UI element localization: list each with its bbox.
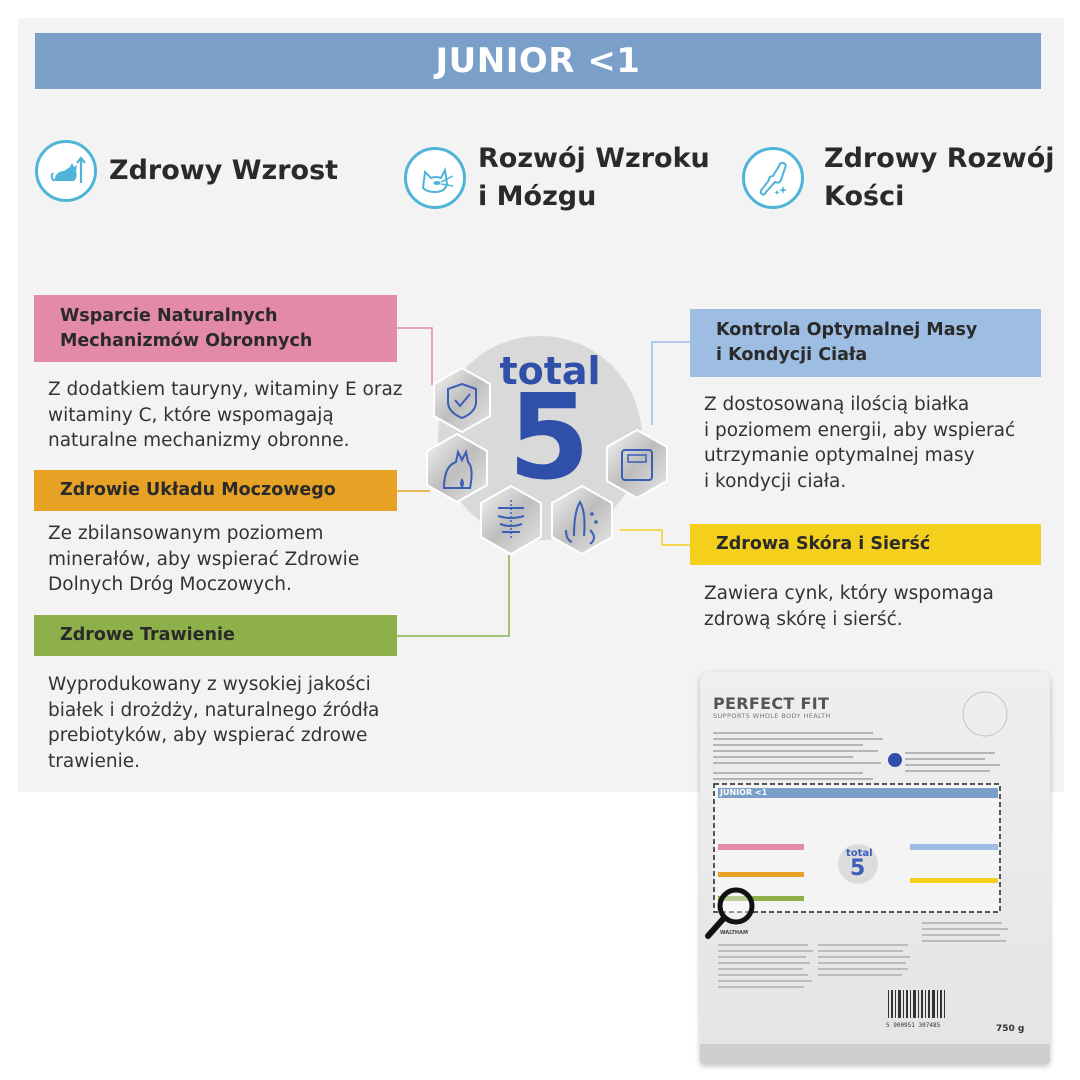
feature-label-weight: Kontrola Optymalnej Masy i Kondycji Ciał… xyxy=(690,309,1041,377)
benefit-title: Zdrowy Wzrost xyxy=(109,155,339,186)
package-weight: 750 g xyxy=(996,1024,1025,1034)
feature-label-urinary: Zdrowie Układu Moczowego xyxy=(34,470,397,511)
feature-label-digestion: Zdrowe Trawienie xyxy=(34,615,397,656)
feature-desc-immunity: Z dodatkiem tauryny, witaminy E oraz wit… xyxy=(48,377,403,454)
cat-growth-icon xyxy=(35,140,97,202)
benefit-title: Zdrowy Rozwój xyxy=(824,143,1055,174)
desc-line: Z dodatkiem tauryny, witaminy E oraz xyxy=(48,379,403,400)
benefit-title-line2: i Mózgu xyxy=(478,181,597,212)
desc-line: zdrową skórę i sierść. xyxy=(704,608,903,630)
feature-title: Zdrowie Układu Moczowego xyxy=(60,480,336,500)
hub-label: total xyxy=(499,349,600,393)
shield-immunity-icon xyxy=(433,366,491,434)
desc-line: minerałów, aby wspierać Zdrowie xyxy=(48,548,360,570)
desc-line: witaminy C, które wspomagają xyxy=(48,404,334,426)
desc-line: Dolnych Dróg Moczowych. xyxy=(48,574,292,595)
desc-line: Wyprodukowany z wysokiej jakości xyxy=(48,674,371,695)
package-mini-total: total xyxy=(846,848,873,859)
feature-title: Zdrowe Trawienie xyxy=(60,625,235,645)
product-package: PERFECT FIT SUPPORTS WHOLE BODY HEALTH xyxy=(700,672,1050,1064)
feature-title: Kontrola Optymalnej Masy xyxy=(716,320,978,340)
feature-desc-digestion: Wyprodukowany z wysokiej jakości białek … xyxy=(48,672,379,774)
magnifier-icon xyxy=(705,887,755,939)
urinary-cat-icon xyxy=(426,432,488,504)
package-brand: PERFECT FIT xyxy=(713,694,830,713)
desc-line: prebiotyków, aby wspierać zdrowe xyxy=(48,725,368,746)
feature-desc-urinary: Ze zbilansowanym poziomem minerałów, aby… xyxy=(48,521,359,598)
feature-desc-weight: Z dostosowaną ilością białka i poziomem … xyxy=(704,392,1015,494)
desc-line: Ze zbilansowanym poziomem xyxy=(48,523,324,544)
package-graphics xyxy=(700,691,1050,1064)
skin-coat-icon xyxy=(551,484,613,556)
desc-line: białek i drożdży, naturalnego źródła xyxy=(48,699,380,721)
feature-title-line2: i Kondycji Ciała xyxy=(716,345,868,365)
benefit-bone-development: Zdrowy Rozwój Kości xyxy=(742,140,1055,216)
package-barcode: 5 900951 307485 xyxy=(886,1022,941,1029)
package-maker: WALTHAM xyxy=(720,930,748,936)
feature-label-immunity: Wsparcie Naturalnych Mechanizmów Obronny… xyxy=(34,295,397,362)
weight-scale-icon xyxy=(606,428,668,500)
feature-title-line2: Mechanizmów Obronnych xyxy=(60,330,313,351)
desc-line: naturalne mechanizmy obronne. xyxy=(48,430,350,451)
benefit-title-line2: Kości xyxy=(824,181,905,212)
desc-line: i kondycji ciała. xyxy=(704,470,847,492)
feature-label-skin: Zdrowa Skóra i Sierść xyxy=(690,524,1041,565)
package-mini-title: JUNIOR <1 xyxy=(720,788,768,797)
page-title: JUNIOR <1 xyxy=(435,41,641,81)
desc-line: Z dostosowaną ilością białka xyxy=(704,394,970,415)
digestion-intestine-icon xyxy=(480,484,542,556)
package-mini-five: 5 xyxy=(850,856,866,881)
bone-joint-icon xyxy=(742,147,804,209)
feature-title: Wsparcie Naturalnych xyxy=(60,305,278,326)
benefit-vision-brain: Rozwój Wzroku i Mózgu xyxy=(404,140,710,216)
cat-head-vision-icon xyxy=(404,147,466,209)
benefit-title: Rozwój Wzroku xyxy=(478,143,710,174)
feature-desc-skin: Zawiera cynk, który wspomaga zdrową skór… xyxy=(704,581,994,632)
desc-line: utrzymanie optymalnej masy xyxy=(704,445,975,466)
desc-line: trawienie. xyxy=(48,750,140,772)
hub-number: 5 xyxy=(508,368,590,506)
desc-line: Zawiera cynk, który wspomaga xyxy=(704,583,994,604)
feature-title: Zdrowa Skóra i Sierść xyxy=(716,534,931,554)
benefit-healthy-growth: Zdrowy Wzrost xyxy=(35,140,338,202)
desc-line: i poziomem energii, aby wspierać xyxy=(704,419,1016,441)
package-tagline: SUPPORTS WHOLE BODY HEALTH xyxy=(713,712,831,720)
page-title-banner: JUNIOR <1 xyxy=(35,33,1041,89)
